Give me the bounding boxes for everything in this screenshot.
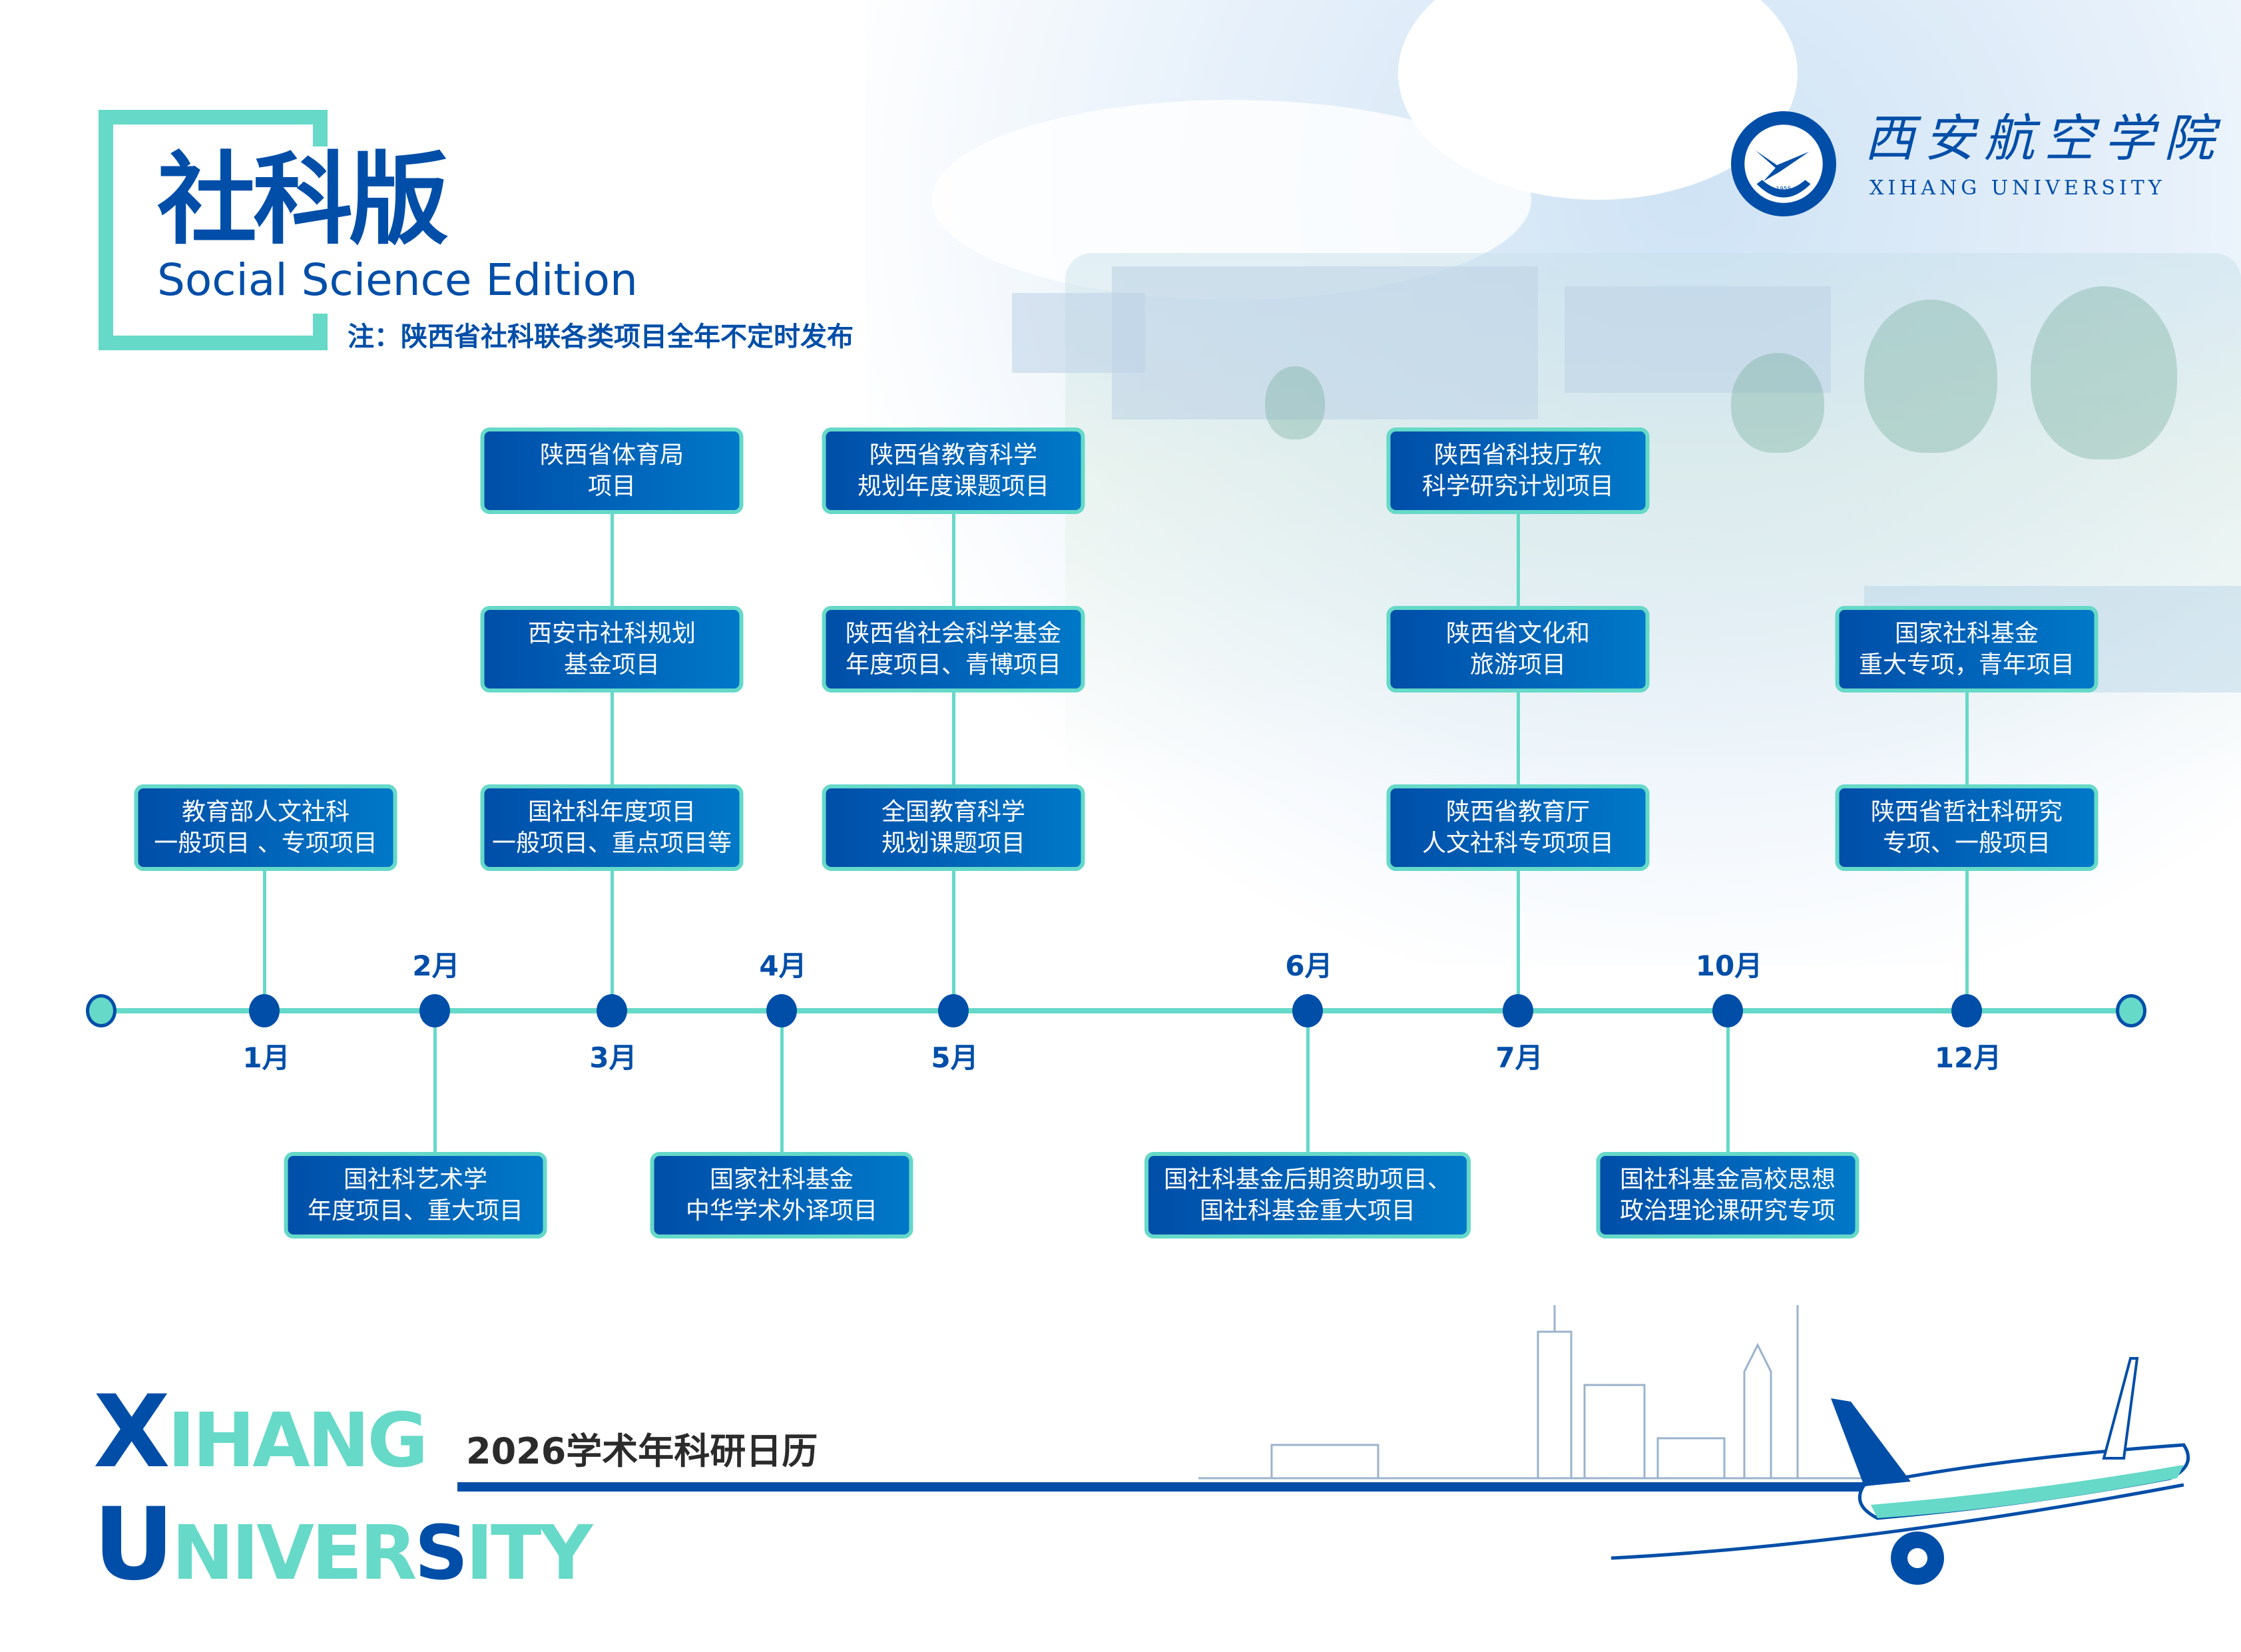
project-card: 西安市社科规划基金项目 bbox=[480, 606, 744, 692]
project-card: 国家社科基金中华学术外译项目 bbox=[650, 1152, 913, 1239]
release-note: 注：陕西省社科联各类项目全年不定时发布 bbox=[348, 322, 854, 352]
node-feb bbox=[419, 994, 450, 1027]
campus-illustration bbox=[1012, 253, 2241, 786]
project-card: 教育部人文社科一般项目 、专项项目 bbox=[134, 784, 397, 871]
project-card: 国社科基金后期资助项目、国社科基金重大项目 bbox=[1144, 1152, 1471, 1239]
university-seal-icon: 1955 bbox=[1731, 111, 1836, 216]
university-name-cn: 西安航空学院 bbox=[1864, 109, 2224, 168]
project-card: 陕西省教育科学规划年度课题项目 bbox=[822, 427, 1085, 514]
page-title: 社科版 bbox=[157, 142, 449, 258]
month-label: 3月 bbox=[589, 1041, 637, 1074]
project-card: 陕西省科技厅软科学研究计划项目 bbox=[1386, 427, 1650, 514]
timeline-start-node bbox=[86, 994, 117, 1027]
node-jan bbox=[249, 994, 280, 1027]
node-jul bbox=[1503, 994, 1533, 1027]
node-jun bbox=[1292, 994, 1323, 1027]
node-apr bbox=[766, 994, 797, 1027]
seal-year: 1955 bbox=[1776, 186, 1791, 193]
footer-divider bbox=[457, 1482, 1922, 1492]
month-label: 6月 bbox=[1285, 950, 1333, 982]
project-card: 国社科基金高校思想政治理论课研究专项 bbox=[1596, 1152, 1860, 1239]
project-card: 国社科艺术学年度项目、重大项目 bbox=[284, 1152, 547, 1239]
month-label: 10月 bbox=[1695, 950, 1763, 982]
node-oct bbox=[1712, 994, 1743, 1027]
project-card: 陕西省哲社科研究专项、一般项目 bbox=[1835, 784, 2099, 871]
project-card: 全国教育科学规划课题项目 bbox=[822, 784, 1085, 871]
project-card: 陕西省社会科学基金年度项目、青博项目 bbox=[822, 606, 1085, 692]
title-bracket bbox=[99, 110, 328, 350]
month-label: 12月 bbox=[1934, 1041, 2002, 1074]
city-skyline-icon bbox=[1198, 1305, 1864, 1480]
month-label: 7月 bbox=[1495, 1041, 1543, 1074]
timeline-end-node bbox=[2116, 994, 2146, 1027]
project-card: 国家社科基金重大专项，青年项目 bbox=[1835, 606, 2099, 692]
project-card: 陕西省教育厅人文社科专项项目 bbox=[1386, 784, 1650, 871]
connector bbox=[1517, 513, 1520, 1011]
connector bbox=[952, 513, 955, 1011]
connector bbox=[780, 1011, 784, 1153]
month-label: 5月 bbox=[931, 1041, 979, 1074]
footer-brand-line1: XIHANG bbox=[93, 1374, 428, 1490]
connector bbox=[1726, 1011, 1730, 1153]
node-dec bbox=[1951, 994, 1982, 1027]
connector bbox=[433, 1011, 437, 1153]
airplane-icon bbox=[1611, 1357, 2190, 1585]
node-may bbox=[938, 994, 969, 1027]
project-card: 陕西省文化和旅游项目 bbox=[1386, 606, 1650, 692]
month-label: 2月 bbox=[412, 950, 460, 982]
node-mar bbox=[597, 994, 627, 1027]
connector bbox=[1306, 1011, 1310, 1153]
month-label: 1月 bbox=[242, 1041, 290, 1074]
connector bbox=[263, 869, 266, 1011]
connector bbox=[611, 513, 614, 1011]
project-card: 国社科年度项目一般项目、重点项目等 bbox=[480, 784, 744, 871]
month-label: 4月 bbox=[759, 950, 807, 982]
project-card: 陕西省体育局项目 bbox=[480, 427, 744, 514]
page-subtitle: Social Science Edition bbox=[157, 254, 638, 306]
university-name-en: XIHANG UNIVERSITY bbox=[1869, 176, 2166, 200]
timeline-axis bbox=[101, 1008, 2131, 1013]
calendar-subtitle: 2026学术年科研日历 bbox=[466, 1430, 818, 1472]
footer-brand-line2: UNIVERSITY bbox=[93, 1487, 593, 1603]
